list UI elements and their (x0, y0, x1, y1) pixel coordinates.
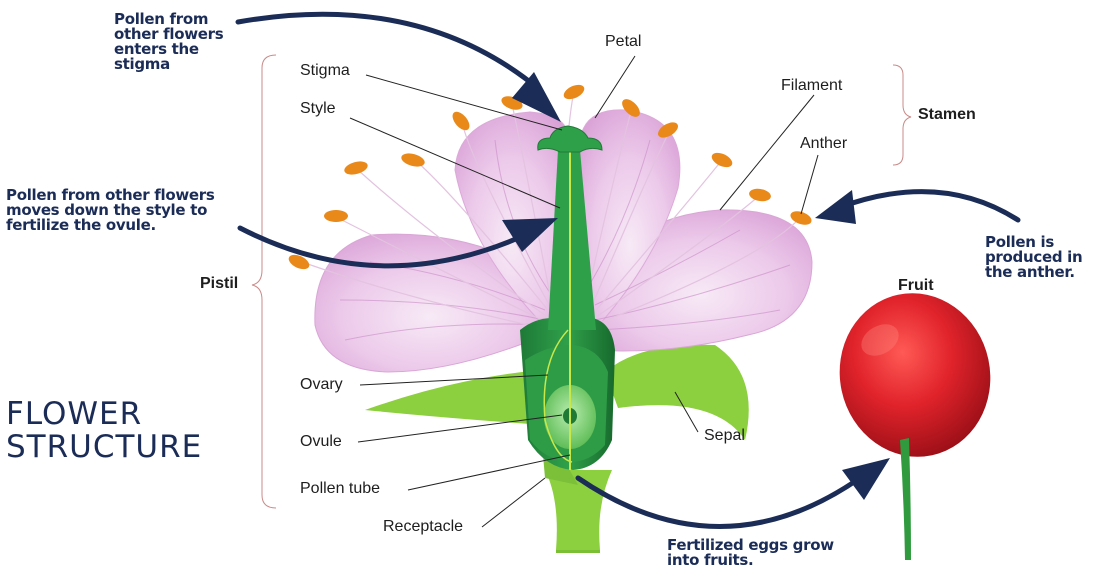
arrow-pollen-produced (838, 192, 1018, 220)
sepal-right (605, 345, 749, 440)
label-ovule: Ovule (300, 433, 342, 451)
title-line-1: FLOWER (6, 398, 202, 431)
note-fertilized: Fertilized eggs grow into fruits. (667, 538, 842, 568)
note-pollen-produced: Pollen is produced in the anther. (985, 235, 1097, 280)
title-line-2: STRUCTURE (6, 431, 202, 464)
note-pollen-enters: Pollen from other flowers enters the sti… (114, 12, 244, 72)
label-style: Style (300, 100, 336, 118)
sepal-left (365, 370, 545, 425)
label-ovary: Ovary (300, 376, 343, 394)
label-pollen-tube: Pollen tube (300, 480, 380, 498)
label-receptacle: Receptacle (383, 518, 463, 536)
fruit-shape (825, 279, 1006, 471)
stamen-bracket (893, 65, 911, 165)
group-stamen: Stamen (918, 106, 976, 124)
label-petal: Petal (605, 33, 641, 51)
receptacle-shape (545, 470, 612, 550)
label-filament: Filament (781, 77, 842, 95)
fruit-stem (900, 438, 911, 560)
label-stigma: Stigma (300, 62, 350, 80)
group-fruit: Fruit (898, 277, 934, 295)
label-anther: Anther (800, 135, 847, 153)
pistil-bracket (252, 55, 276, 508)
label-sepal: Sepal (704, 427, 745, 445)
group-pistil: Pistil (200, 275, 238, 293)
arrow-fertilized (578, 478, 860, 527)
diagram-title: FLOWER STRUCTURE (6, 398, 202, 464)
arrow-pollen-enters (238, 14, 540, 90)
note-pollen-moves: Pollen from other flowers moves down the… (6, 188, 251, 233)
